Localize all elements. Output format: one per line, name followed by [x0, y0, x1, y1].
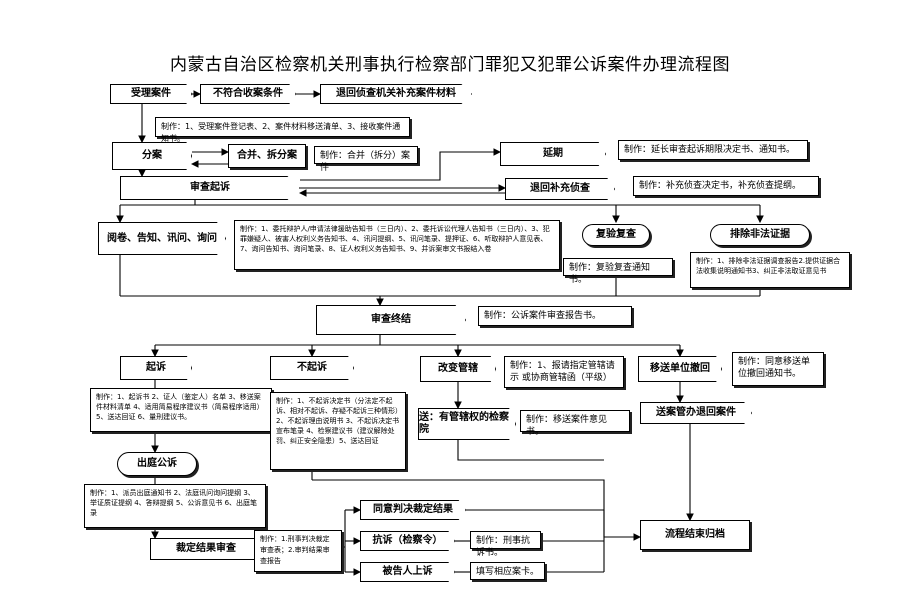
- prosecute-note: 制作：1、起诉书 2、证人（鉴定人）名单 3、移送案件材料清单 4、适用简易程序…: [90, 388, 272, 432]
- merge-note: 制作：合并（拆分）案件: [314, 146, 418, 173]
- extend-node: 延期: [500, 142, 606, 166]
- change-jurisdiction-node: 改变管辖: [420, 356, 496, 382]
- to-competent-node: 送：有管辖权的检察院: [418, 408, 516, 440]
- read-file-node: 阅卷、告知、讯问、询问: [98, 222, 226, 255]
- merge-split-node: 合并、拆分案: [228, 144, 306, 168]
- page-title: 内蒙古自治区检察机关刑事执行检察部门罪犯又犯罪公诉案件办理流程图: [170, 55, 730, 75]
- fenan-node: 分案: [112, 142, 192, 170]
- prosecute-node: 起诉: [120, 356, 192, 380]
- return-investigation-note: 制作：补充侦查决定书，补充侦查提纲。: [633, 176, 819, 196]
- read-file-note: 制作：1、委托辩护人/申请法律援助告知书（三日内）、2、委托诉讼代理人告知书（三…: [234, 220, 560, 270]
- no-prosecute-node: 不起诉: [270, 356, 354, 380]
- appeal-note: 填写相应案卡。: [470, 562, 545, 580]
- agree-verdict-node: 同意判决裁定结果: [360, 500, 466, 520]
- receive-note: 制作：1、受理案件登记表、2、案件材料移送清单、3、接收案件通知书。: [155, 117, 410, 143]
- change-jurisdiction-note: 制作：1、报请指定管辖请示 或协商管辖函（平级）: [504, 356, 624, 388]
- review-end-node: 审查终结: [316, 305, 466, 335]
- end-archive-node: 流程结束归档: [640, 520, 750, 550]
- verdict-review-node: 裁定结果审查: [150, 538, 262, 560]
- return-investigation-node: 退回补充侦查: [505, 178, 615, 200]
- protest-note: 制作：刑事抗诉书。: [470, 531, 541, 558]
- appeal-node: 被告人上诉: [360, 562, 455, 582]
- protest-node: 抗诉（检察令）: [360, 531, 455, 551]
- return-material-node: 退回侦查机关补充案件材料: [320, 84, 472, 104]
- exclude-evidence-note: 制作：1、排除非法证据调查报告2.提供证据合法收集说明通知书3、纠正非法取证意见…: [690, 252, 850, 288]
- send-handler-node: 送案管办退回案件: [640, 402, 752, 424]
- recheck-note: 制作：复验复查通知书。: [563, 258, 673, 285]
- review-end-note: 制作：公诉案件审查报告书。: [478, 306, 632, 326]
- extend-note: 制作：延长审查起诉期限决定书、通知书。: [618, 140, 808, 160]
- not-conform-node: 不符合收案条件: [200, 84, 296, 104]
- no-prosecute-note: 制作：1、不起诉决定书（分法定不起诉、相对不起诉、存疑不起诉三种情形）2、不起诉…: [270, 392, 406, 470]
- verdict-note: 制作：1.刑事判决裁定审查表；2.审判结果审查报告: [254, 530, 342, 572]
- court-note: 制作：1、派员出庭通知书 2、法庭讯问询问提纲 3、举证质证提纲 4、答辩提纲 …: [84, 484, 266, 528]
- return-transfer-node: 移送单位撤回: [638, 356, 722, 382]
- return-transfer-note: 制作：同意移送单位撤回通知书。: [732, 352, 824, 386]
- review-prosecution-node: 审查起诉: [120, 176, 300, 200]
- exclude-evidence-node: 排除非法证据: [710, 224, 810, 246]
- receive-case-node: 受理案件: [110, 84, 192, 104]
- court-prosecution-node: 出庭公诉: [117, 452, 197, 476]
- transfer-opinion-note: 制作：移送案件意见书。: [520, 410, 630, 437]
- recheck-node: 复验复查: [582, 224, 650, 246]
